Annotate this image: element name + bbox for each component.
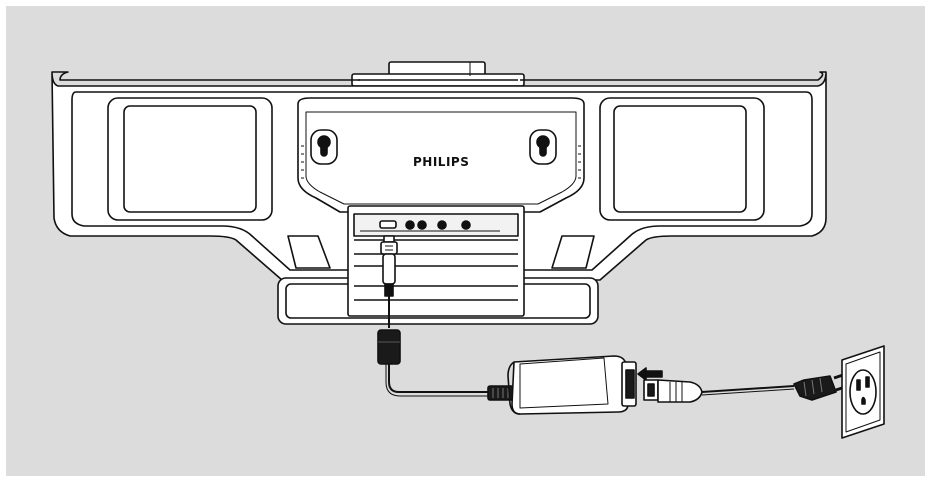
brand-logo-text: PHILIPS: [413, 155, 469, 169]
top-dock-tab: [351, 61, 525, 87]
right-speaker-grille: [613, 105, 747, 213]
right-keyhole-slot: [529, 129, 557, 165]
left-keyhole-slot: [310, 129, 338, 165]
audio-port-3: [437, 220, 447, 230]
power-adapter: [487, 355, 637, 415]
dc-plug-cable: [377, 235, 488, 397]
rear-connector-housing: [347, 205, 525, 317]
power-plug-icon: [793, 372, 849, 401]
side-vent-marks: [301, 145, 581, 179]
left-speaker-grille: [123, 105, 257, 213]
audio-port-1: [405, 220, 415, 230]
left-speaker-recess: [107, 97, 273, 221]
audio-port-2: [417, 220, 427, 230]
arrow-left-icon: [637, 367, 663, 381]
speaker-inner-bevel: [71, 91, 813, 271]
audio-port-4: [461, 220, 471, 230]
center-back-panel: [297, 97, 585, 213]
right-speaker-recess: [599, 97, 765, 221]
dc-in-port: [379, 220, 397, 229]
ferrite-bead: [377, 329, 401, 365]
speaker-unit: PHILIPS: [51, 61, 827, 325]
ac-power-cord: [643, 372, 849, 403]
wall-socket-icon: [841, 345, 885, 439]
